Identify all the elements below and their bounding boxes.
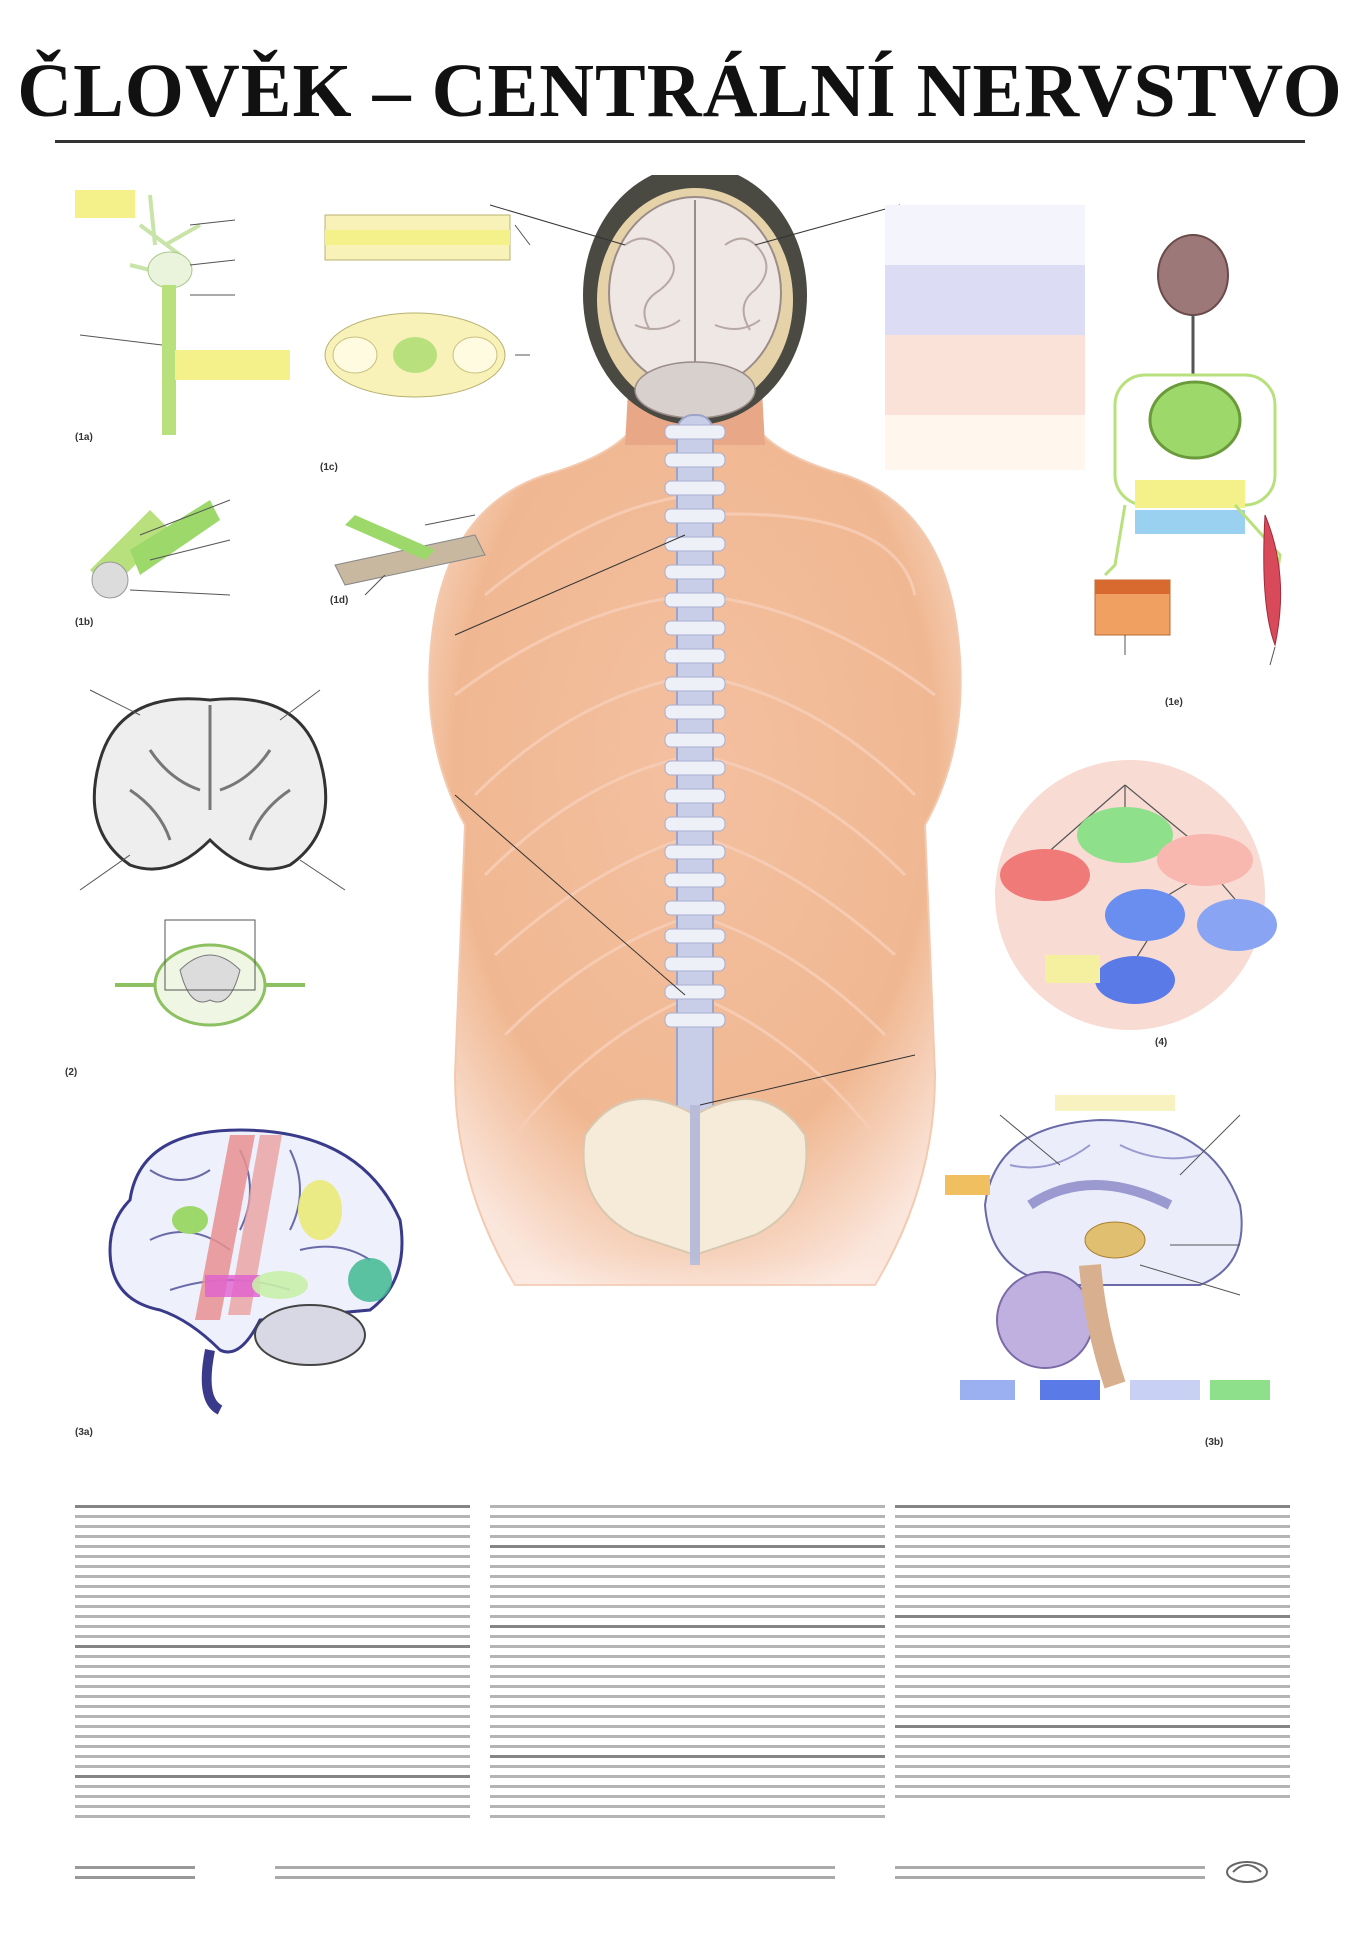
brain-sagittal-icon: (3b) bbox=[945, 1095, 1270, 1448]
publisher-logo-icon bbox=[1226, 1861, 1268, 1883]
nervous-system-scheme-icon: (4) bbox=[995, 760, 1277, 1048]
svg-text:(1d): (1d) bbox=[330, 595, 348, 605]
svg-text:(1b): (1b) bbox=[75, 617, 93, 628]
classification-panel bbox=[885, 205, 1085, 470]
svg-text:(1e): (1e) bbox=[1165, 697, 1183, 708]
page-title: ČLOVĚK – CENTRÁLNÍ NERVSTVO bbox=[17, 49, 1343, 133]
brain-section-icon: (2) bbox=[65, 689, 346, 1078]
human-back-icon bbox=[395, 175, 995, 1445]
synapse-icon: (1b) bbox=[75, 499, 231, 628]
nerve-fibre-icon: (1c) bbox=[320, 214, 531, 473]
svg-text:(3b): (3b) bbox=[1205, 1437, 1223, 1448]
svg-text:(1a): (1a) bbox=[75, 432, 93, 443]
brain-lateral-icon: (3a) bbox=[75, 1128, 404, 1438]
svg-text:(1c): (1c) bbox=[320, 462, 338, 473]
text-column-1 bbox=[75, 1505, 470, 1835]
title-rule bbox=[55, 140, 1305, 143]
svg-text:(3a): (3a) bbox=[75, 1427, 93, 1438]
reflex-arc-icon: (1e) bbox=[1094, 234, 1282, 708]
svg-text:(2): (2) bbox=[65, 1067, 77, 1078]
svg-text:(4): (4) bbox=[1155, 1037, 1167, 1048]
text-column-2 bbox=[490, 1505, 885, 1835]
text-column-3 bbox=[895, 1505, 1290, 1835]
motor-end-plate-icon: (1d) bbox=[330, 514, 486, 605]
neuron-icon: (1a) bbox=[75, 190, 290, 443]
footer bbox=[75, 1862, 1295, 1902]
